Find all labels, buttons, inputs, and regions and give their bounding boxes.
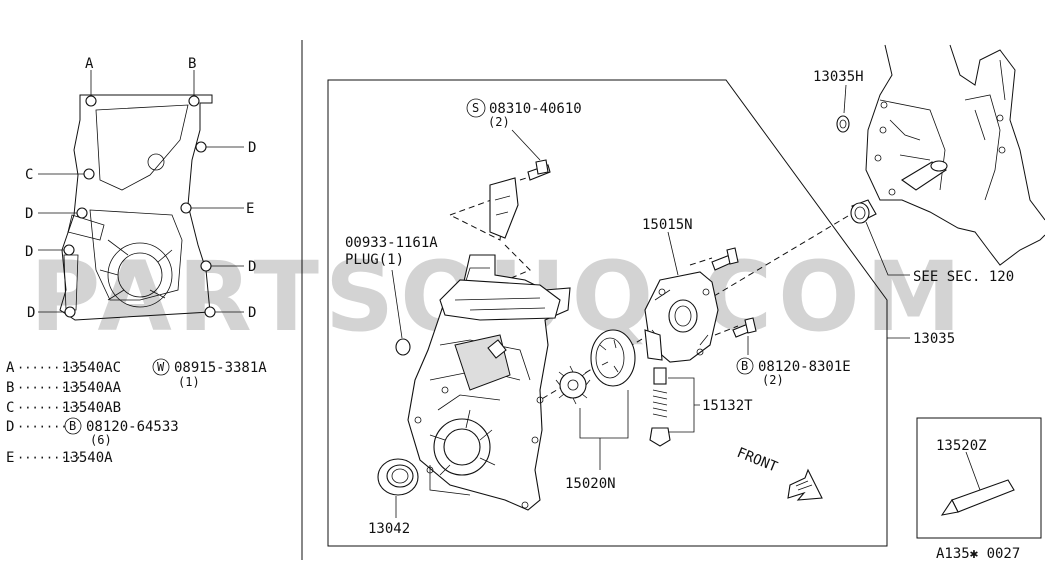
legend-key: E (6, 450, 14, 466)
legend-dots: ········· (17, 451, 82, 465)
oil-pump-part[interactable] (644, 271, 719, 363)
legend-extra-qty: (1) (178, 375, 200, 389)
pump-part-number[interactable]: 15015N (642, 217, 693, 233)
letter-d: D (25, 244, 33, 260)
letter-b: B (188, 56, 196, 72)
front-label: FRONT (735, 445, 781, 476)
legend-part[interactable]: 13540A (62, 450, 113, 466)
legend-qty: (6) (90, 433, 112, 447)
bolt-part-number[interactable]: 08120-8301E (758, 359, 851, 375)
letter-d: D (248, 305, 256, 321)
b-mark-icon (64, 417, 82, 435)
front-cover-overview: A B D C E D D D D D (25, 56, 256, 321)
inner-rotor-part[interactable] (555, 365, 591, 405)
letter-e: E (246, 201, 254, 217)
valve-part-number[interactable]: 15132T (702, 398, 753, 414)
letter-d: D (25, 206, 33, 222)
rotor-part-number[interactable]: 15020N (565, 476, 616, 492)
plug-part[interactable] (395, 338, 411, 356)
letter-d: D (248, 259, 256, 275)
bracket-part[interactable] (489, 177, 519, 239)
sealant-part-number[interactable]: 13520Z (936, 438, 987, 454)
bolt-point-b (188, 95, 200, 107)
legend-key: C (6, 400, 14, 416)
plug-desc: PLUG(1) (345, 252, 404, 268)
letter-d: D (248, 140, 256, 156)
legend-dots: ········· (17, 381, 82, 395)
legend-key: D (6, 419, 14, 435)
cover-part-number[interactable]: 13035 (913, 331, 955, 347)
oil-seal-part[interactable] (377, 458, 419, 496)
screw-prefix: S (472, 101, 479, 115)
oring-part[interactable] (836, 115, 850, 133)
footer-code: A135✱ 0027 (936, 546, 1020, 562)
letter-a: A (85, 56, 94, 72)
legend-extra-part[interactable]: 08915-3381A (174, 360, 267, 376)
main-frame (327, 79, 888, 547)
screw-part-number[interactable]: 08310-40610 (489, 101, 582, 117)
legend-dots: ······· (17, 420, 68, 434)
screw-qty: (2) (488, 115, 510, 129)
outer-rotor-part[interactable] (590, 329, 636, 387)
relief-valve-part[interactable] (649, 367, 671, 447)
legend-part[interactable]: 13540AB (62, 400, 121, 416)
s-mark-icon (466, 98, 486, 118)
front-arrow (787, 468, 823, 501)
bolt-prefix: B (741, 359, 748, 373)
legend-prefix: B (69, 419, 76, 433)
fastener-legend: A ········· 13540AC W 08915-3381A (1) B … (6, 358, 267, 466)
legend-part[interactable]: 08120-64533 (86, 419, 179, 435)
b-mark-icon (736, 357, 754, 375)
letter-c: C (25, 167, 33, 183)
legend-dots: ········· (17, 401, 82, 415)
letter-d: D (27, 305, 35, 321)
legend-dots: ········· (17, 361, 82, 375)
sleeve-part[interactable] (850, 199, 877, 224)
see-section[interactable]: SEE SEC. 120 (913, 269, 1014, 285)
bolt-point-a (85, 95, 97, 107)
legend-key: A (6, 360, 15, 376)
oring-part-number[interactable]: 13035H (813, 69, 864, 85)
plug-part-number[interactable]: 00933-1161A (345, 235, 438, 251)
legend-part[interactable]: 13540AC (62, 360, 121, 376)
bolt-qty: (2) (762, 373, 784, 387)
seal-part-number[interactable]: 13042 (368, 521, 410, 537)
sealant-tube-part[interactable] (951, 479, 1015, 513)
screw-part[interactable] (527, 159, 551, 181)
legend-part[interactable]: 13540AA (62, 380, 122, 396)
sealant-inset: 13520Z (916, 417, 1042, 539)
w-mark-icon (152, 358, 170, 376)
legend-key: B (6, 380, 14, 396)
legend-extra-prefix: W (157, 360, 165, 374)
engine-block (865, 44, 1045, 266)
